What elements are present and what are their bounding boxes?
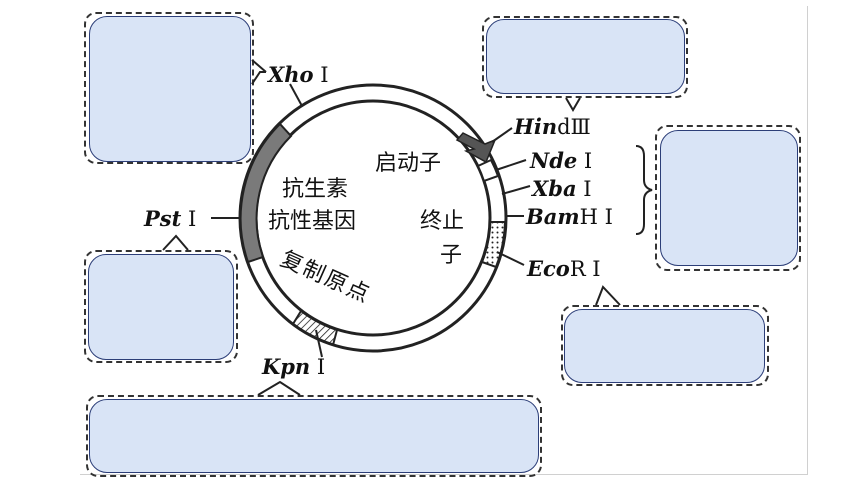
leader-xho (251, 71, 266, 85)
answer-panel-left[interactable] (88, 254, 234, 360)
answer-box-top-right (482, 16, 688, 98)
leader-pst-box (162, 234, 189, 251)
site-label-xba: Xba Ⅰ (530, 176, 592, 201)
leader-ecor (496, 251, 525, 266)
answer-panel-top-left[interactable] (89, 16, 251, 162)
leader-hind (491, 127, 513, 143)
answer-box-bottom (86, 395, 542, 477)
leader-nde (495, 159, 527, 171)
terminator-dotted-segment (480, 221, 507, 269)
answer-panel-bottom-right[interactable] (564, 309, 765, 383)
site-label-nde: Nde Ⅰ (529, 148, 592, 173)
site-label-ecor: EcoR Ⅰ (526, 256, 601, 281)
answer-panel-right[interactable] (660, 130, 798, 266)
leader-hind-box (565, 97, 581, 112)
answer-panel-top-right[interactable] (486, 19, 685, 94)
answer-box-left (84, 250, 238, 363)
resistance-gene-label-line1: 抗生素 (282, 177, 348, 202)
promoter-label: 启动子 (375, 151, 441, 176)
leader-xho-box (251, 59, 267, 73)
answer-panel-bottom[interactable] (89, 399, 539, 473)
answer-box-top-left (84, 12, 254, 164)
terminator-label-line2: 子 (440, 243, 462, 268)
diagram-frame (80, 6, 808, 475)
resistance-gene-label-line2: 抗性基因 (268, 209, 356, 234)
site-label-bamh: BamH Ⅰ (525, 204, 613, 229)
site-label-kpn: Kpn Ⅰ (261, 354, 325, 379)
terminator-label-line1: 终止 (420, 209, 464, 234)
site-label-pst: Pst Ⅰ (143, 206, 196, 231)
leader-kpn-box (257, 380, 301, 396)
answer-box-right (655, 125, 801, 271)
leader-ecor-box (595, 285, 621, 306)
leader-xba (501, 185, 531, 195)
leader-kpn (315, 329, 323, 358)
mcs-segment (476, 158, 500, 183)
resistance-gene-segment (239, 122, 293, 264)
site-label-hind: HindⅢ (513, 114, 591, 139)
origin-label: 复制原点 (277, 247, 375, 309)
site-group-brace (635, 145, 653, 235)
site-label-xho: Xho Ⅰ (266, 62, 329, 87)
leader-xho-ring (289, 83, 303, 107)
origin-hatched-segment (291, 309, 339, 347)
answer-box-bottom-right (561, 305, 769, 386)
promoter-arrow-icon (455, 132, 497, 164)
